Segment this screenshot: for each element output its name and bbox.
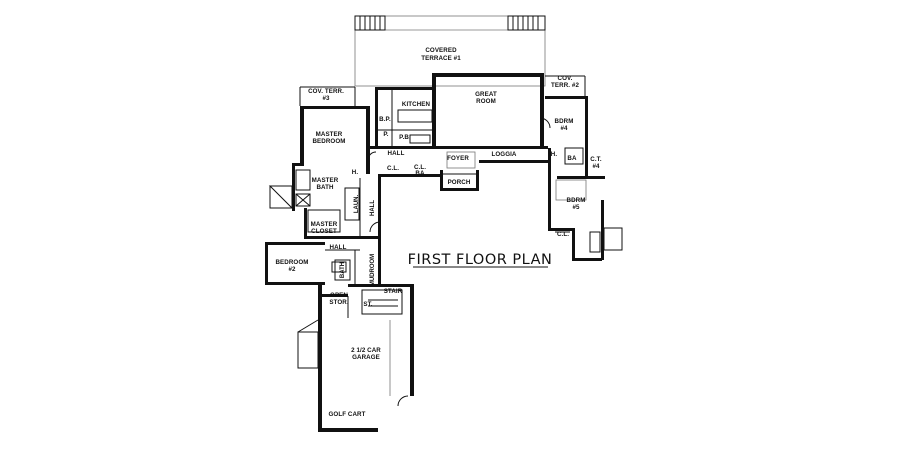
interior-partitions bbox=[268, 75, 623, 407]
exterior-walls bbox=[265, 73, 605, 432]
label-master-closet-b: CLOSET bbox=[311, 228, 337, 235]
label-st: ST. bbox=[363, 301, 372, 308]
label-cov-terr-3-a: COV. TERR. bbox=[308, 88, 344, 95]
label-cov-terr-2-b: TERR. #2 bbox=[551, 82, 579, 89]
label-kitchen: KITCHEN bbox=[402, 101, 431, 108]
label-master-bedroom-b: BEDROOM bbox=[312, 138, 345, 145]
label-open-stor-b: STOR. bbox=[329, 299, 348, 306]
label-bedroom-2-a: BEDROOM bbox=[275, 259, 308, 266]
room-labels: COVERED TERRACE #1 COV. TERR. #3 COV. TE… bbox=[275, 47, 601, 418]
label-great-room-b: ROOM bbox=[476, 98, 496, 105]
label-great-room-a: GREAT bbox=[475, 91, 497, 98]
label-bdrm-5-a: BDRM bbox=[567, 197, 586, 204]
label-golf-cart: GOLF CART bbox=[329, 411, 366, 418]
label-h-2: H. bbox=[551, 151, 558, 158]
label-bdrm-4-b: #4 bbox=[560, 125, 568, 132]
label-mudroom: MUDROOM bbox=[370, 254, 376, 286]
label-hall-vertical: HALL bbox=[370, 200, 376, 216]
label-p: P. bbox=[383, 131, 388, 138]
label-laun: LAUN. bbox=[354, 195, 360, 214]
label-ba-2: BA bbox=[567, 155, 577, 162]
label-bdrm-4-a: BDRM bbox=[555, 118, 574, 125]
label-bath: BATH bbox=[340, 262, 346, 278]
label-master-closet-a: MASTER bbox=[311, 221, 338, 228]
label-h: H. bbox=[352, 169, 359, 176]
label-bp: B.P. bbox=[379, 116, 391, 123]
label-cl-2: C.L. bbox=[414, 164, 426, 171]
label-ba: BA bbox=[415, 170, 425, 177]
label-pb: P.B. bbox=[399, 134, 411, 141]
label-hall-lower: HALL bbox=[330, 244, 347, 251]
label-hall-upper: HALL bbox=[388, 150, 405, 157]
label-ct-a: C.T. bbox=[590, 156, 602, 163]
label-bdrm-5-b: #5 bbox=[572, 204, 580, 211]
label-master-bedroom-a: MASTER bbox=[316, 131, 343, 138]
label-garage-b: GARAGE bbox=[352, 354, 380, 361]
label-master-bath-a: MASTER bbox=[312, 177, 339, 184]
plan-title: FIRST FLOOR PLAN bbox=[408, 252, 553, 268]
label-cov-terr-2-a: COV. bbox=[558, 75, 573, 82]
label-master-bath-b: BATH bbox=[316, 184, 334, 191]
label-loggia: LOGGIA bbox=[491, 151, 516, 158]
label-ct-b: #4 bbox=[592, 163, 600, 170]
covered-terrace-outline bbox=[354, 15, 546, 87]
label-cov-terr-3-b: #3 bbox=[322, 95, 330, 102]
label-cl: C.L. bbox=[387, 165, 399, 172]
label-open-stor-a: OPEN bbox=[330, 292, 348, 299]
label-cl-small: C.L. bbox=[557, 231, 569, 238]
label-garage-a: 2 1/2 CAR bbox=[351, 347, 381, 354]
label-stair: STAIR bbox=[384, 288, 403, 295]
label-covered-terrace-2: TERRACE #1 bbox=[421, 55, 461, 62]
label-porch: PORCH bbox=[448, 179, 471, 186]
label-foyer: FOYER bbox=[447, 155, 469, 162]
label-covered-terrace-1: COVERED bbox=[425, 47, 457, 54]
label-bedroom-2-b: #2 bbox=[288, 266, 296, 273]
